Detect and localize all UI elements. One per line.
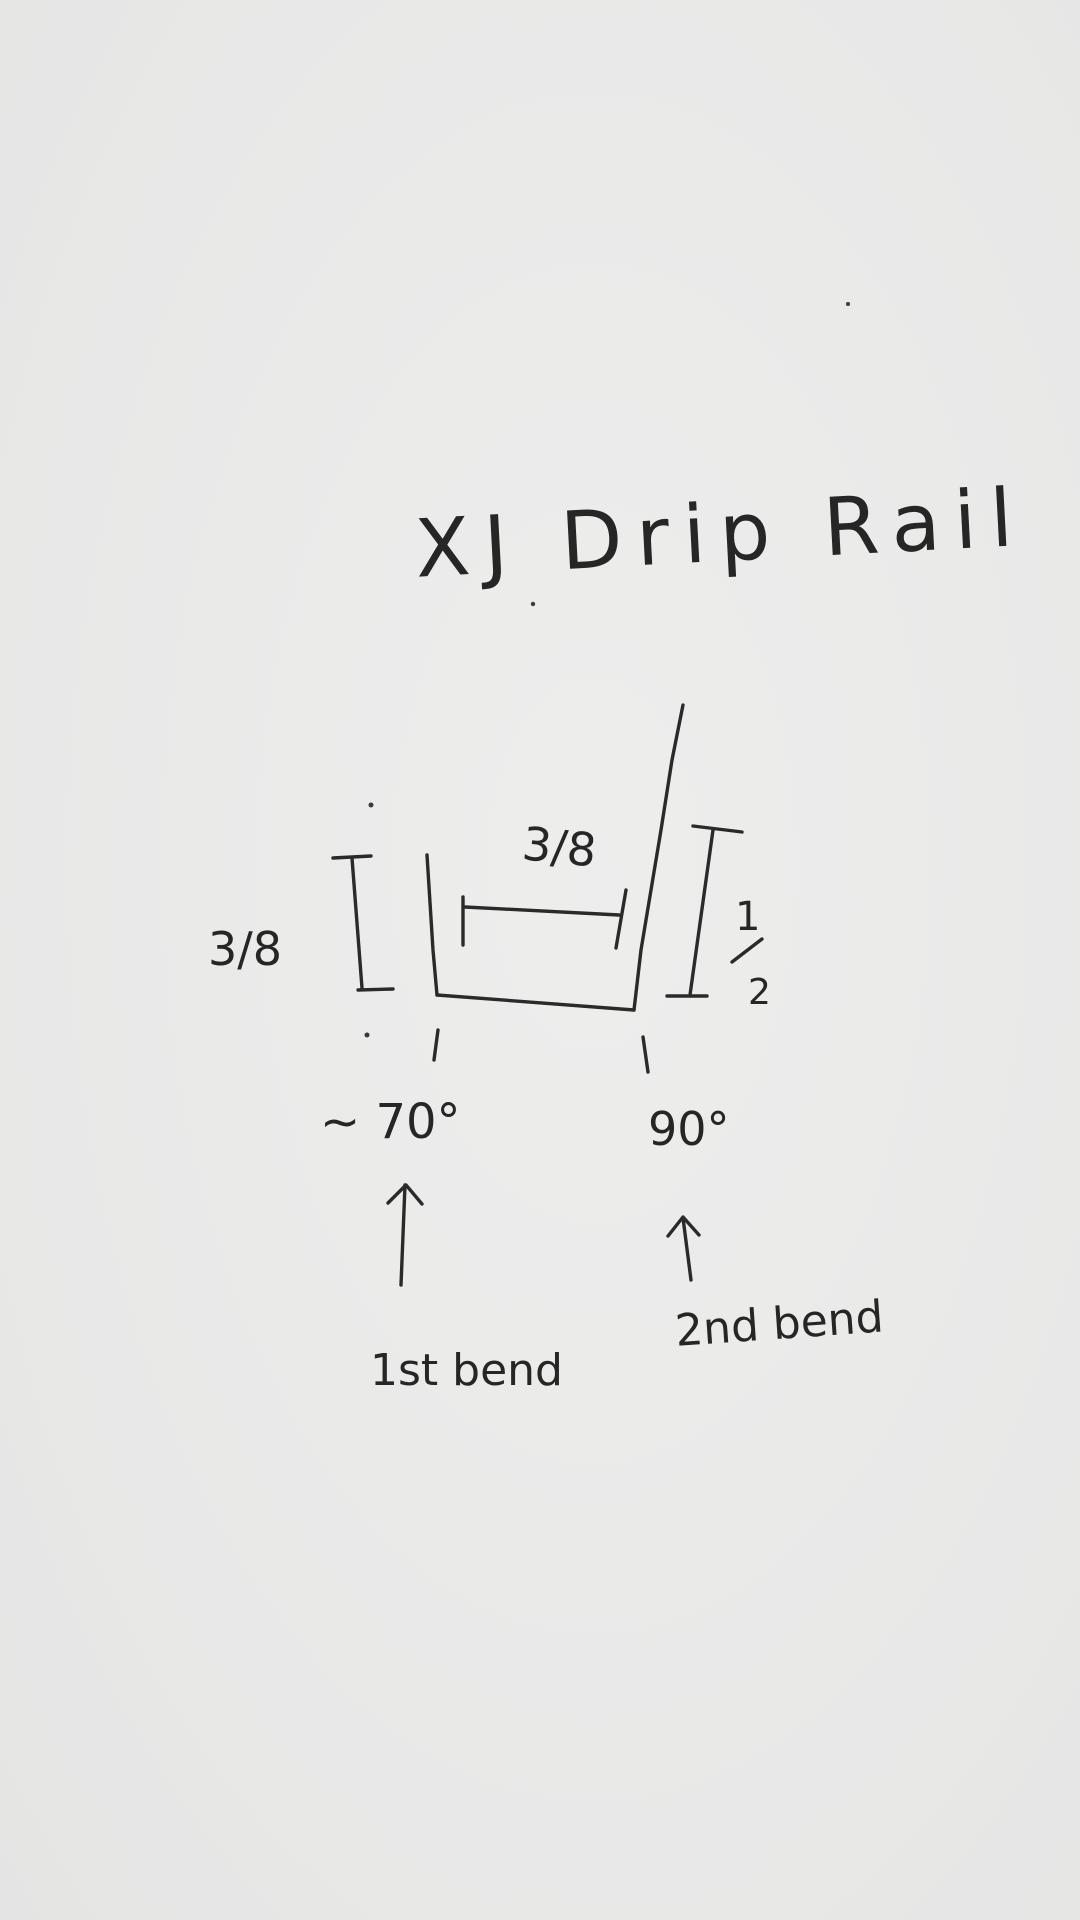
pencil-speck (530, 601, 536, 607)
fraction-slash (730, 937, 764, 964)
second-bend-tick (641, 1035, 650, 1074)
pencil-speck (846, 302, 850, 306)
channel-width-label: 3/8 (520, 816, 599, 877)
right-height-numerator: 1 (735, 894, 760, 940)
first-bend-label: 1st bend (370, 1345, 563, 1396)
second-bend-wall (632, 703, 685, 1012)
drip-rail-profile (425, 703, 685, 1012)
channel-bottom (435, 993, 636, 1012)
first-bend-tick (432, 1028, 440, 1062)
pencil-speck (364, 1032, 370, 1038)
left-height-label: 3/8 (208, 922, 282, 976)
first-bend-arrow (386, 1183, 424, 1287)
pencil-speck (368, 802, 374, 808)
right-height-dimension (665, 824, 744, 998)
right-height-denominator: 2 (748, 972, 771, 1013)
first-bend-angle: ~ 70° (320, 1094, 461, 1150)
second-bend-arrow (666, 1215, 701, 1282)
left-height-dimension (331, 854, 395, 992)
first-bend-wall (425, 853, 439, 997)
second-bend-angle: 90° (648, 1102, 730, 1156)
channel-width-dimension (461, 888, 628, 950)
